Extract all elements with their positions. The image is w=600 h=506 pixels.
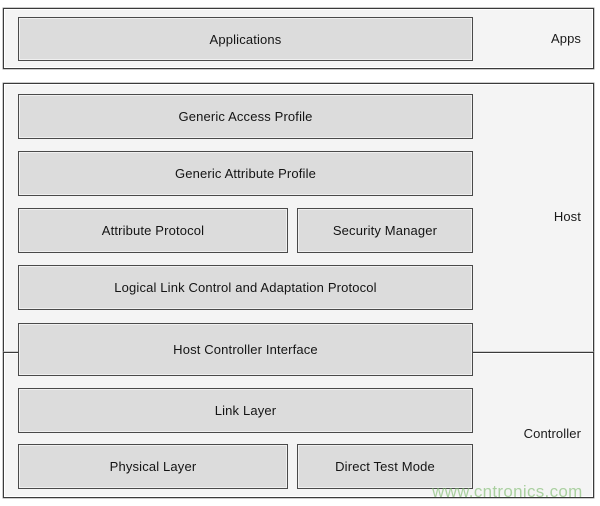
block-label-direct-test-mode: Direct Test Mode (335, 459, 435, 474)
block-label-attribute-protocol: Attribute Protocol (101, 223, 205, 238)
block-link-layer: Link Layer (18, 388, 473, 433)
block-label-security-manager: Security Manager (332, 223, 438, 238)
block-applications: Applications (18, 17, 473, 61)
group-label-controller: Controller (523, 426, 581, 441)
block-direct-test-mode: Direct Test Mode (297, 444, 473, 489)
block-label-physical-layer: Physical Layer (109, 459, 197, 474)
block-label-generic-attribute-profile: Generic Attribute Profile (174, 166, 317, 181)
block-generic-access-profile: Generic Access Profile (18, 94, 473, 139)
block-label-l2cap: Logical Link Control and Adaptation Prot… (114, 280, 377, 295)
block-label-link-layer: Link Layer (214, 403, 277, 418)
block-attribute-protocol: Attribute Protocol (18, 208, 288, 253)
block-label-host-controller-interface: Host Controller Interface (173, 342, 318, 357)
group-label-host: Host (553, 209, 581, 224)
block-label-generic-access-profile: Generic Access Profile (178, 109, 313, 124)
group-label-apps: Apps (550, 31, 581, 46)
block-label-applications: Applications (209, 31, 282, 47)
block-l2cap: Logical Link Control and Adaptation Prot… (18, 265, 473, 310)
block-physical-layer: Physical Layer (18, 444, 288, 489)
block-generic-attribute-profile: Generic Attribute Profile (18, 151, 473, 196)
block-host-controller-interface: Host Controller Interface (18, 323, 473, 376)
block-security-manager: Security Manager (297, 208, 473, 253)
